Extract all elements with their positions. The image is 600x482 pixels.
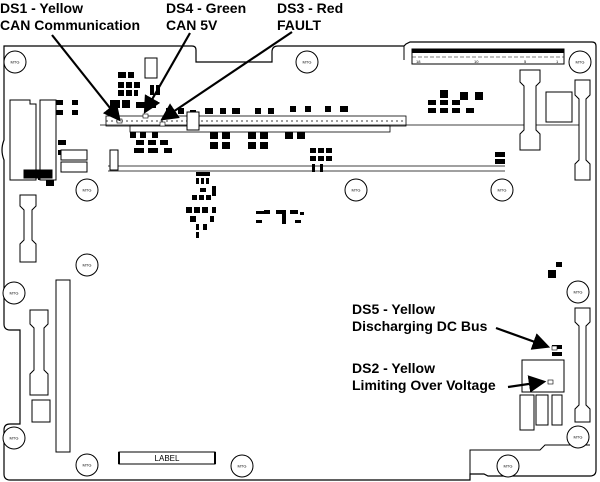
mounting-hole-label: MTG xyxy=(238,464,247,469)
callout-ds4-designator: DS4 - Green xyxy=(166,0,247,16)
callout-ds2-designator: DS2 - Yellow xyxy=(352,360,435,376)
callout-ds3: DS3 - Red FAULT xyxy=(277,0,343,34)
mounting-hole-label: MTG xyxy=(10,291,19,296)
callout-ds2-function: Limiting Over Voltage xyxy=(352,377,496,393)
silkscreen-label: LABEL xyxy=(118,451,216,465)
mounting-hole-label: MTG xyxy=(83,263,92,268)
led-ds3 xyxy=(159,121,166,127)
outlined-components xyxy=(60,57,573,431)
mounting-hole-labels: MTG MTG MTG MTG MTG MTG MTG MTG MTG MTG MTG MTG MTG M… xyxy=(10,60,585,469)
callout-ds1: DS1 - Yellow CAN Communication xyxy=(0,0,140,34)
mounting-hole xyxy=(75,253,99,277)
callout-ds3-designator: DS3 - Red xyxy=(277,0,344,16)
mounting-hole-label: MTG xyxy=(11,60,20,65)
mounting-holes xyxy=(2,50,592,478)
mounting-hole-label: MTG xyxy=(352,188,361,193)
mounting-hole xyxy=(230,454,254,478)
pin-label: 18 xyxy=(416,59,421,64)
mounting-hole xyxy=(75,178,99,202)
mounting-hole xyxy=(566,280,590,304)
callout-ds3-function: FAULT xyxy=(277,17,322,33)
board-outline xyxy=(1,41,597,481)
callout-ds1-designator: DS1 - Yellow xyxy=(0,0,83,16)
led-ds1 xyxy=(116,118,123,124)
connector-j1: 18 10 5 1 xyxy=(411,48,565,65)
callout-ds1-function: CAN Communication xyxy=(0,17,140,33)
led-ds5 xyxy=(551,345,558,351)
mounting-hole xyxy=(496,454,520,478)
callout-ds2: DS2 - Yellow Limiting Over Voltage xyxy=(352,360,496,394)
mounting-hole xyxy=(568,50,592,74)
callout-ds5: DS5 - Yellow Discharging DC Bus xyxy=(352,301,487,335)
left-connector xyxy=(9,99,71,453)
callout-ds5-designator: DS5 - Yellow xyxy=(352,301,435,317)
mounting-hole xyxy=(490,178,514,202)
callout-ds4-function: CAN 5V xyxy=(166,17,218,33)
arrow-ds3 xyxy=(160,31,293,121)
mounting-hole-label: MTG xyxy=(303,60,312,65)
mounting-hole xyxy=(3,50,27,74)
mounting-hole xyxy=(75,453,99,477)
arrow-ds1 xyxy=(51,34,121,122)
callout-ds5-function: Discharging DC Bus xyxy=(352,318,488,334)
component-rows xyxy=(100,115,585,172)
callout-ds4: DS4 - Green CAN 5V xyxy=(166,0,246,34)
arrow-ds5 xyxy=(495,326,551,350)
mounting-hole xyxy=(295,50,319,74)
mounting-hole-label: MTG xyxy=(574,435,583,440)
mounting-hole-label: MTG xyxy=(83,188,92,193)
mounting-hole-label: MTG xyxy=(83,463,92,468)
mounting-hole-label: MTG xyxy=(504,464,513,469)
mounting-hole-label: MTG xyxy=(10,436,19,441)
arrow-ds2 xyxy=(507,375,547,393)
mounting-hole-label: MTG xyxy=(574,290,583,295)
smt-components xyxy=(38,72,562,382)
pin-label: 5 xyxy=(524,59,527,64)
right-connector xyxy=(519,69,591,423)
pin-label: 10 xyxy=(474,59,479,64)
board-label-text: LABEL xyxy=(155,454,180,463)
led-ds2 xyxy=(547,379,554,385)
callout-arrows xyxy=(51,31,551,393)
pin-label: 1 xyxy=(556,59,559,64)
mounting-hole xyxy=(566,425,590,449)
mounting-hole xyxy=(2,281,26,305)
arrow-ds4 xyxy=(143,32,191,114)
mounting-hole-label: MTG xyxy=(498,188,507,193)
led-markers xyxy=(116,113,558,385)
mounting-hole-label: MTG xyxy=(576,60,585,65)
mounting-hole xyxy=(344,178,368,202)
led-ds4 xyxy=(142,113,149,119)
mounting-hole xyxy=(2,426,26,450)
